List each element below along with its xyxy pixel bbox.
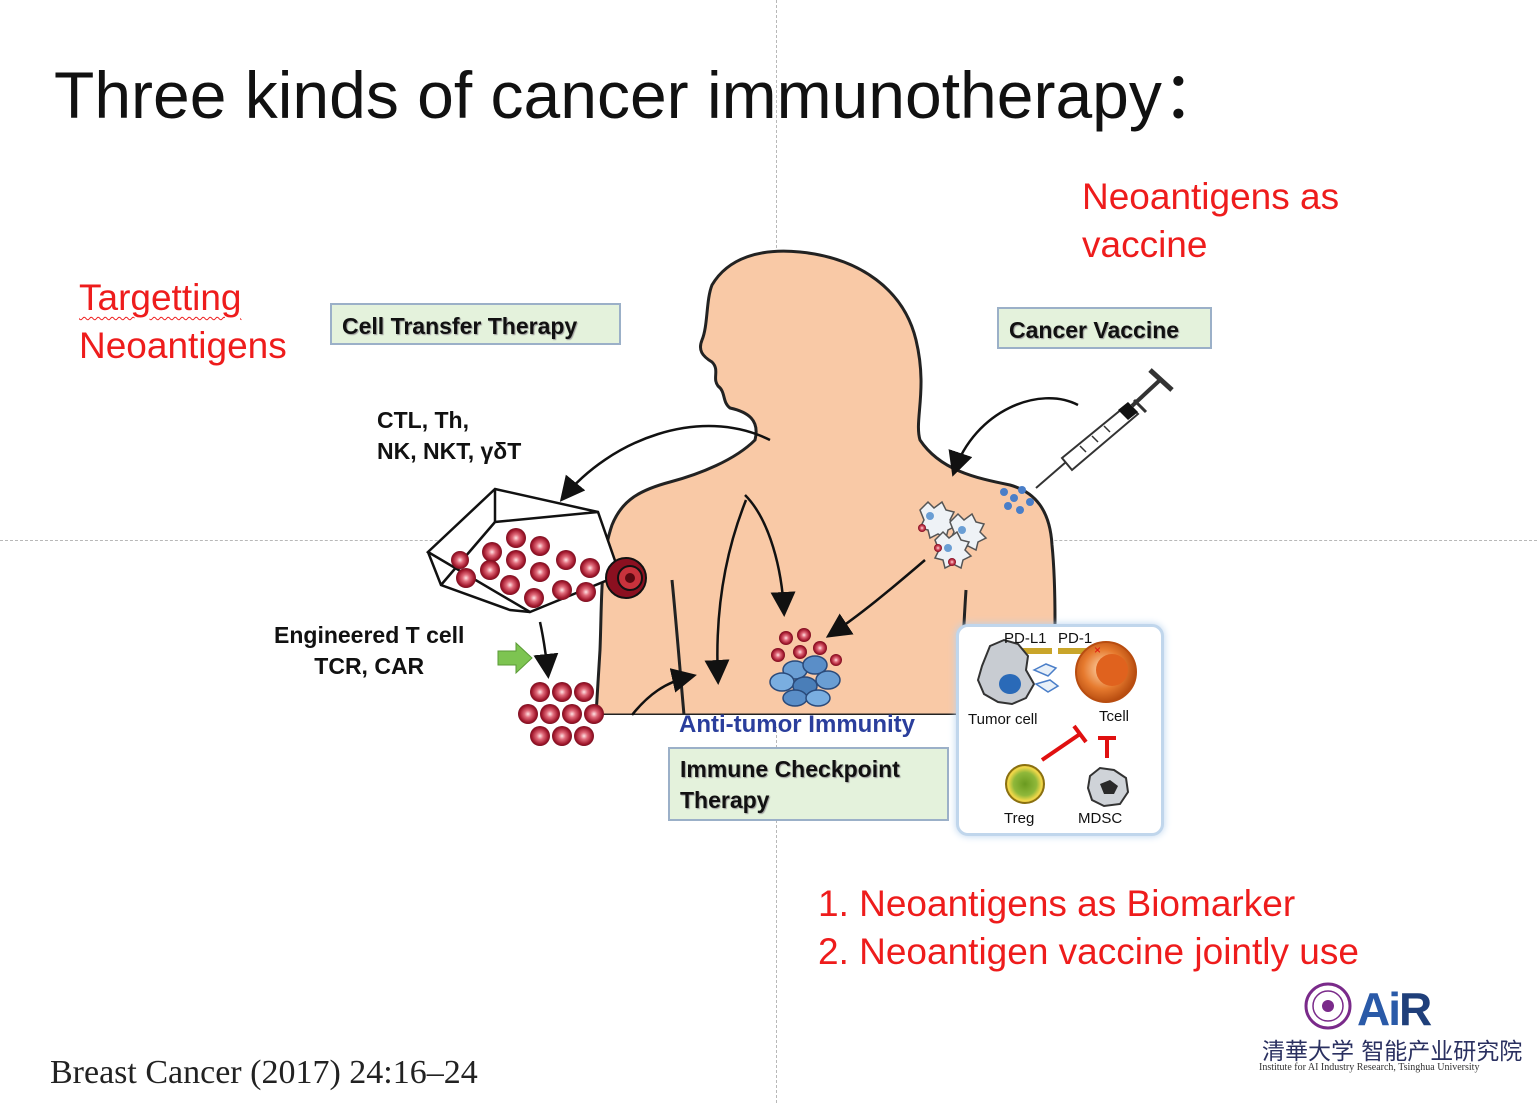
checkpoint-inset-panel	[956, 624, 1164, 836]
list-item: 1. Neoantigens as Biomarker	[818, 883, 1296, 924]
ctl-line1: CTL, Th,	[377, 407, 469, 433]
tcell-label: Tcell	[1099, 708, 1130, 725]
mdsc-label: MDSC	[1078, 810, 1123, 827]
pd1-label: PD-1	[1058, 630, 1093, 647]
engineered-tcell-label: Engineered T cell TCR, CAR	[274, 620, 464, 682]
targeting-line2: Neoantigens	[79, 325, 287, 366]
antigen-particles	[1000, 486, 1034, 514]
immune-checkpoint-therapy-box: Immune Checkpoint Therapy	[668, 747, 949, 821]
institute-chinese-name: 清華大学 智能产业研究院	[1262, 1039, 1523, 1065]
checkpoint-line1: Immune Checkpoint	[680, 756, 900, 782]
list-item: 2. Neoantigen vaccine jointly use	[818, 931, 1359, 972]
institute-english-name: Institute for AI Industry Research, Tsin…	[1259, 1062, 1480, 1073]
targeting-line1: Targetting	[79, 277, 242, 318]
engineered-line2: TCR, CAR	[314, 653, 425, 679]
vaccine-line2: vaccine	[1082, 224, 1208, 265]
treg-label: Treg	[1004, 810, 1035, 827]
ctl-line2: NK, NKT, γδT	[377, 438, 522, 464]
page-title: Three kinds of cancer immunotherapy：	[54, 58, 1228, 132]
syringe-icon	[1035, 368, 1174, 489]
numbered-list: 1. Neoantigens as Biomarker 2. Neoantige…	[818, 880, 1359, 976]
vaccine-line1: Neoantigens as	[1082, 176, 1340, 217]
cell-culture-container-icon	[425, 487, 622, 614]
cancer-vaccine-box: Cancer Vaccine	[997, 307, 1212, 349]
citation: Breast Cancer (2017) 24:16–24	[50, 1054, 478, 1091]
engineered-line1: Engineered T cell	[274, 622, 465, 648]
tumor-cluster-icon	[769, 628, 842, 707]
dendritic-cells-icon	[918, 500, 988, 570]
flow-arrows	[533, 397, 1079, 716]
anti-tumor-immunity-label: Anti-tumor Immunity	[679, 711, 915, 738]
cell-transfer-therapy-box: Cell Transfer Therapy	[330, 303, 621, 345]
flask-cap-icon	[605, 557, 647, 599]
tumor-cell-label: Tumor cell	[968, 711, 1038, 728]
checkpoint-line2: Therapy	[680, 787, 770, 813]
pdl1-label: PD-L1	[1004, 630, 1047, 647]
expanded-tcells	[518, 682, 604, 746]
vaccine-annotation: Neoantigens as vaccine	[1082, 173, 1339, 269]
effector-cells-label: CTL, Th, NK, NKT, γδT	[377, 405, 521, 467]
culture-cells	[451, 528, 600, 608]
air-logo: AiR	[1357, 983, 1432, 1035]
targeting-annotation: Targetting Neoantigens	[79, 274, 287, 370]
green-arrow-icon	[497, 641, 533, 675]
